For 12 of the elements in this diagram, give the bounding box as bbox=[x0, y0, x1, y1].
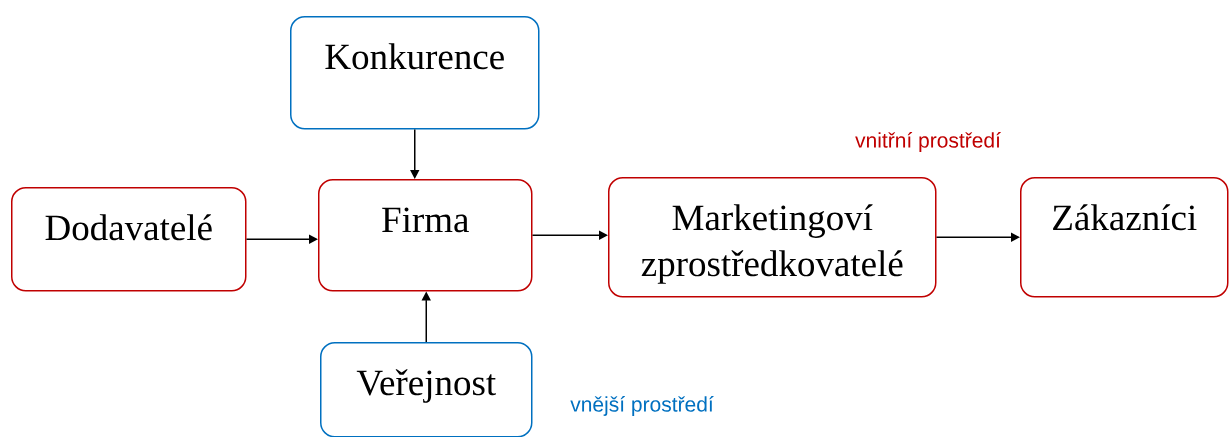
text-box: Zákazníci bbox=[1020, 177, 1229, 298]
text-box: Dodavatelé bbox=[11, 187, 247, 292]
arrow bbox=[935, 232, 1020, 242]
text-box: Marketingoví zprostředkovatelé bbox=[608, 177, 937, 298]
text-box: Konkurence bbox=[290, 16, 540, 130]
arrow bbox=[410, 128, 420, 179]
area-label: vnitřní prostředí bbox=[855, 132, 1001, 152]
text-box: Veřejnost bbox=[320, 342, 533, 437]
text-box: Firma bbox=[318, 179, 533, 292]
arrow bbox=[531, 230, 608, 240]
arrow bbox=[245, 234, 318, 244]
area-label: vnější prostředí bbox=[570, 396, 714, 416]
